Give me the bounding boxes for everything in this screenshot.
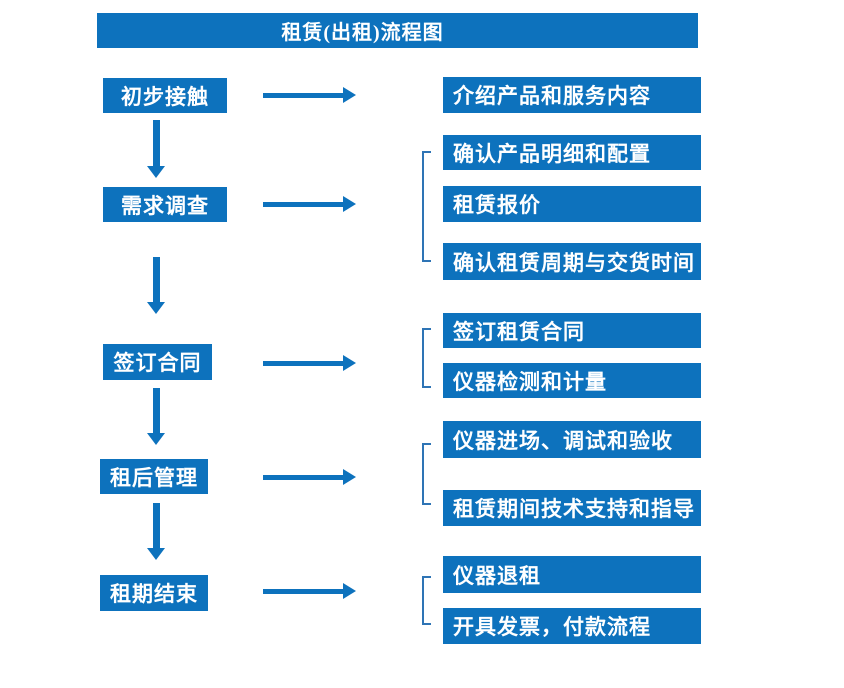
detail-confirm-rental-period-delivery: 确认租赁周期与交货时间 — [443, 243, 701, 280]
arrow-right-icon — [263, 196, 356, 212]
arrow-head — [147, 302, 165, 314]
arrow-shaft — [263, 589, 343, 594]
group-bracket-icon — [422, 576, 431, 625]
step-post-rental-management: 租后管理 — [100, 459, 208, 494]
arrow-head — [343, 87, 356, 103]
arrow-shaft — [263, 475, 343, 480]
arrow-head — [343, 355, 356, 371]
step-label: 租期结束 — [110, 582, 198, 606]
step-rental-period-end: 租期结束 — [100, 575, 208, 611]
arrow-shaft — [263, 202, 343, 207]
detail-instrument-return: 仪器退租 — [443, 556, 701, 593]
arrow-down-icon — [147, 120, 165, 178]
group-bracket-icon — [422, 328, 431, 388]
detail-rental-quotation: 租赁报价 — [443, 186, 701, 222]
arrow-right-icon — [263, 469, 356, 485]
detail-label: 仪器检测和计量 — [453, 369, 607, 394]
step-label: 签订合同 — [113, 351, 202, 375]
detail-label: 确认产品明细和配置 — [453, 141, 651, 166]
group-bracket-icon — [422, 443, 431, 505]
arrow-down-icon — [147, 503, 165, 560]
arrow-shaft — [153, 120, 160, 167]
arrow-head — [343, 469, 356, 485]
arrow-head — [343, 196, 356, 212]
arrow-shaft — [153, 503, 160, 549]
arrow-right-icon — [263, 87, 356, 103]
arrow-shaft — [153, 388, 160, 434]
step-label: 租后管理 — [110, 465, 198, 490]
step-demand-survey: 需求调查 — [103, 187, 227, 222]
detail-label: 仪器进场、调试和验收 — [453, 428, 673, 453]
arrow-head — [147, 433, 165, 445]
arrow-down-icon — [147, 388, 165, 445]
detail-label: 租赁期间技术支持和指导 — [453, 497, 695, 521]
detail-label: 介绍产品和服务内容 — [453, 84, 651, 108]
detail-instrument-entry-debug-acceptance: 仪器进场、调试和验收 — [443, 421, 701, 458]
step-label: 初步接触 — [121, 84, 209, 109]
detail-label: 确认租赁周期与交货时间 — [453, 250, 695, 275]
page-title: 租赁(出租)流程图 — [281, 22, 444, 44]
arrow-right-icon — [263, 355, 356, 371]
detail-invoice-payment-process: 开具发票，付款流程 — [443, 608, 701, 644]
arrow-shaft — [263, 361, 343, 366]
title-bar: 租赁(出租)流程图 — [97, 13, 698, 48]
arrow-shaft — [263, 93, 343, 98]
detail-label: 开具发票，付款流程 — [453, 615, 651, 639]
arrow-shaft — [153, 257, 160, 303]
arrow-head — [343, 583, 356, 599]
group-bracket-icon — [422, 151, 431, 262]
detail-introduce-products-services: 介绍产品和服务内容 — [443, 77, 701, 113]
detail-sign-rental-contract: 签订租赁合同 — [443, 313, 701, 348]
detail-confirm-product-details-config: 确认产品明细和配置 — [443, 135, 701, 170]
arrow-head — [147, 548, 165, 560]
step-contract-signing: 签订合同 — [103, 344, 212, 380]
arrow-head — [147, 166, 165, 178]
detail-label: 租赁报价 — [453, 193, 541, 217]
detail-rental-technical-support: 租赁期间技术支持和指导 — [443, 490, 701, 526]
arrow-down-icon — [147, 257, 165, 314]
step-initial-contact: 初步接触 — [103, 78, 227, 113]
detail-label: 仪器退租 — [453, 563, 541, 588]
arrow-right-icon — [263, 583, 356, 599]
detail-instrument-testing-metering: 仪器检测和计量 — [443, 363, 701, 398]
detail-label: 签订租赁合同 — [453, 319, 585, 344]
step-label: 需求调查 — [121, 193, 209, 218]
